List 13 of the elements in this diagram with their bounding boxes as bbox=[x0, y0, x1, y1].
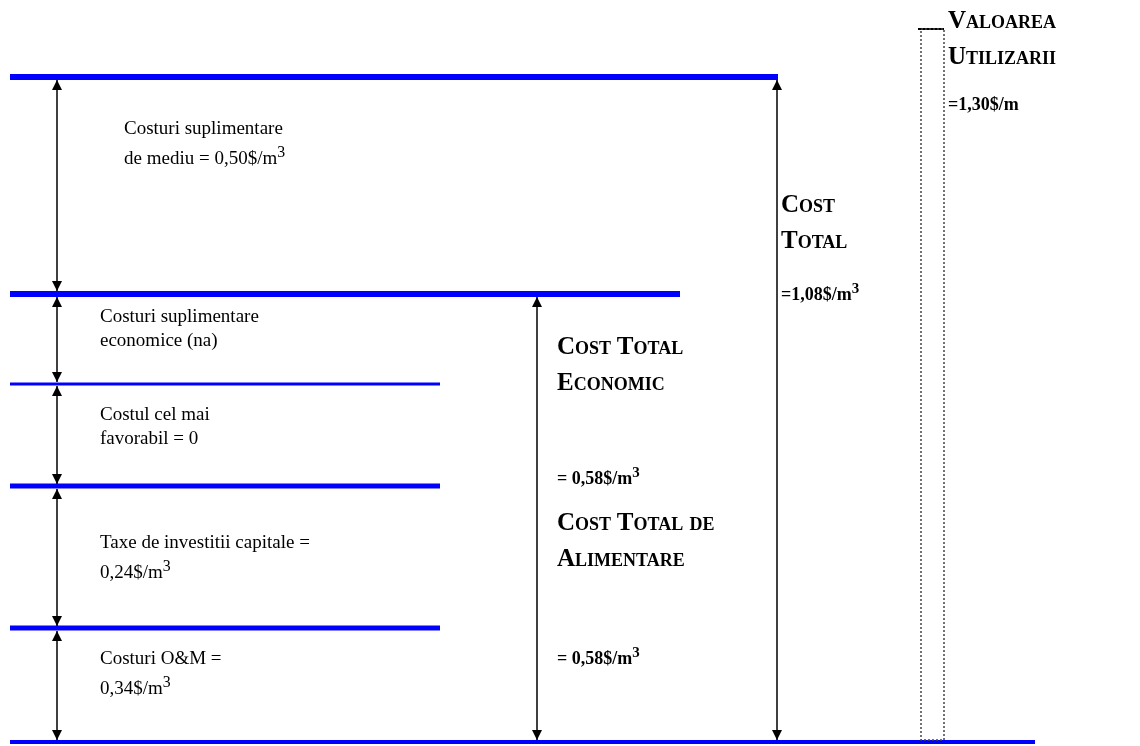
cost-value: =1,30$/m bbox=[948, 93, 1020, 116]
cost-value: =1,08$/m$^{3}$ bbox=[781, 279, 861, 306]
cost-heading: Cost Total bbox=[781, 189, 849, 255]
cost-label: Costuri suplimentare economice (na) bbox=[100, 304, 260, 352]
cost-heading: Cost Total de Alimentare bbox=[557, 507, 716, 573]
cost-label: Costuri suplimentare de mediu = 0,50$/m$^{3}$ bbox=[124, 116, 287, 171]
cost-label: Taxe de investitii capitale = 0,24$/m$^{3}$ bbox=[100, 530, 311, 585]
cost-label: Costuri O&M = 0,34$/m$^{3}$ bbox=[100, 646, 223, 701]
cost-value: = 0,58$/m$^{3}$ bbox=[557, 643, 641, 670]
cost-heading: Cost Total Economic bbox=[557, 331, 685, 397]
cost-heading: Valoarea Utilizarii bbox=[948, 5, 1058, 71]
cost-value: = 0,58$/m$^{3}$ bbox=[557, 463, 641, 490]
cost-label: Costul cel mai favorabil = 0 bbox=[100, 402, 211, 450]
